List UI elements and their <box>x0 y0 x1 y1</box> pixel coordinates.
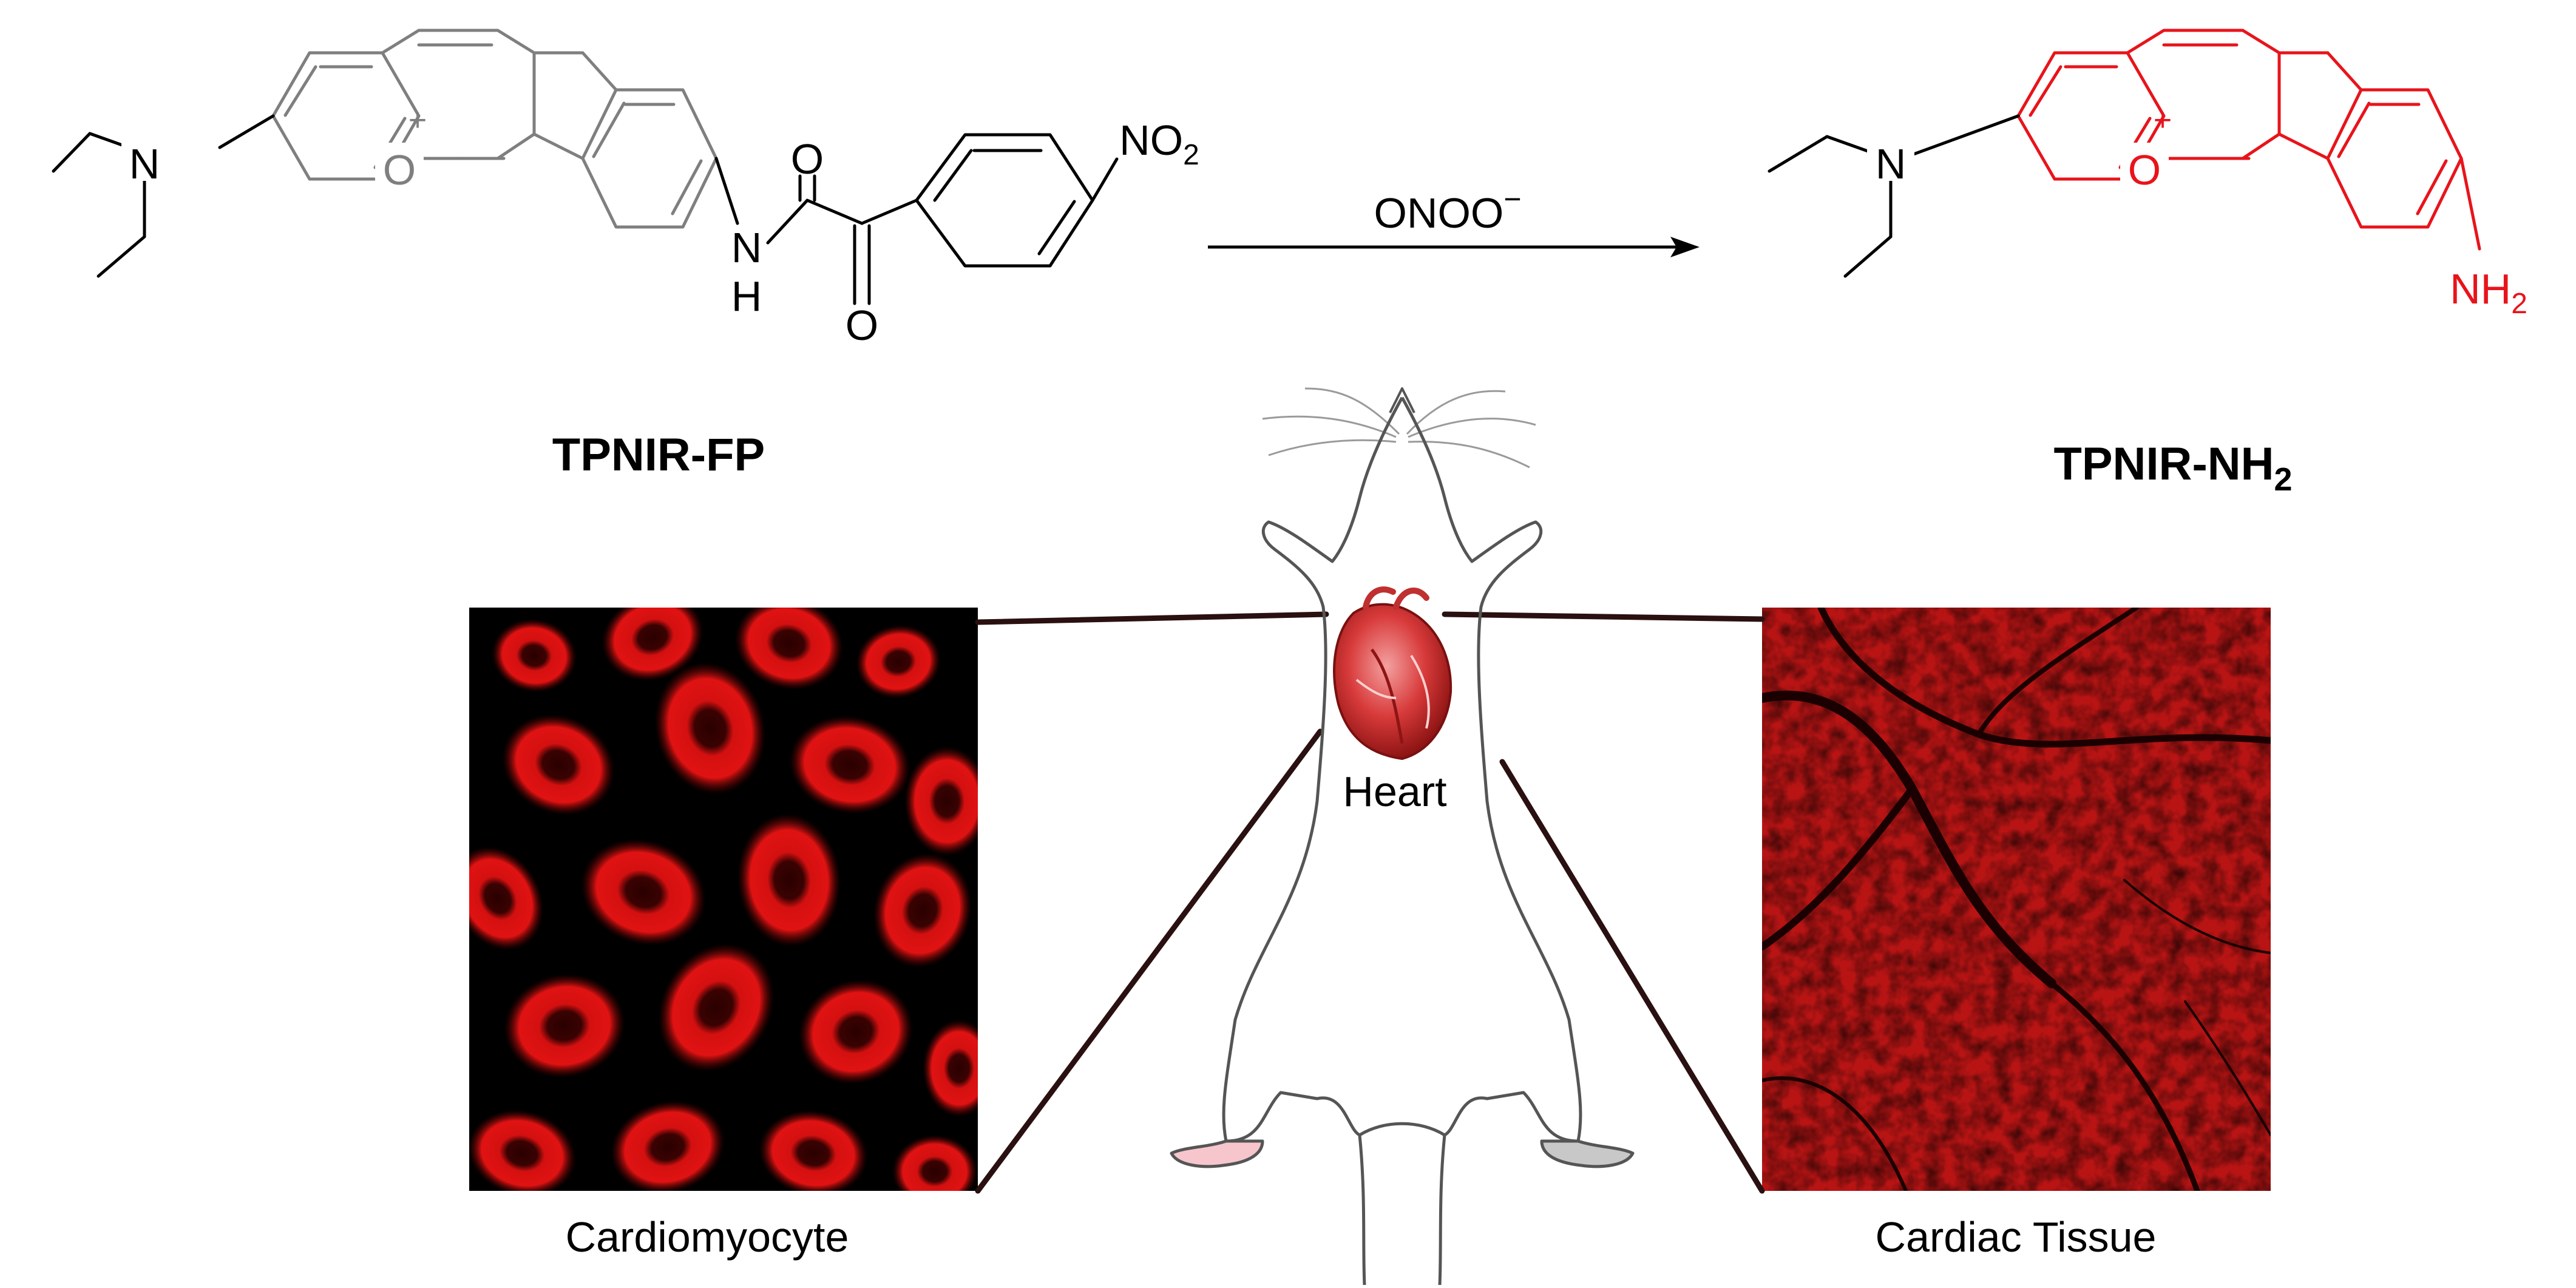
reactant-positive-charge: + <box>408 103 427 138</box>
reactant-structure: N O + N H O O NO2 TPNIR-FP <box>52 29 1199 481</box>
reactant-carbonyl-o-1: O <box>791 135 824 183</box>
cardiomyocyte-micrograph: Cardiomyocyte <box>469 608 978 1261</box>
product-pyrylium-o: O <box>2128 146 2161 194</box>
cardiomyocyte-cell <box>658 943 774 1072</box>
reactant-core <box>271 29 718 229</box>
cardiomyocyte-cells <box>469 608 978 1191</box>
reaction-arrow: ONOO− <box>1208 182 1700 257</box>
product-name: TPNIR-NH2 <box>2053 438 2292 498</box>
product-positive-charge: + <box>2154 103 2172 138</box>
cardiomyocyte-cell <box>856 625 941 699</box>
cardiomyocyte-cell <box>654 662 766 795</box>
cardiomyocyte-cell <box>734 608 844 690</box>
cardiomyocyte-cell <box>469 846 544 951</box>
cardiomyocyte-cell <box>873 853 972 968</box>
mouse-right-hind-paw <box>1540 1139 1635 1168</box>
connector-left-top <box>975 611 1329 625</box>
cardiomyocyte-label: Cardiomyocyte <box>566 1213 849 1261</box>
product-atom-labels: N O + NH2 <box>1867 103 2527 320</box>
heart-label: Heart <box>1343 768 1446 815</box>
cardiomyocyte-cell <box>923 1020 978 1117</box>
cardiomyocyte-cell <box>602 608 703 681</box>
reactant-nitro-group: NO2 <box>1119 117 1199 171</box>
reactant-name: TPNIR-FP <box>552 429 765 481</box>
cardiomyocyte-cell <box>581 839 706 946</box>
cardiomyocyte-cell <box>502 714 615 815</box>
tissue-texture <box>1762 608 2271 1191</box>
mouse-body-left-outline <box>1222 396 1404 1286</box>
cardiomyocyte-cell <box>611 1100 725 1191</box>
mouse-left-hind-paw <box>1170 1139 1264 1168</box>
connector-left-bottom <box>975 728 1323 1194</box>
connector-right-top <box>1442 611 1765 622</box>
product-diethylamino <box>1768 114 2020 278</box>
reactant-amine-n: N <box>129 140 160 188</box>
cardiac-tissue-micrograph: Cardiac Tissue <box>1762 608 2271 1261</box>
cardiomyocyte-cell <box>737 813 841 947</box>
reactant-pyrylium-o: O <box>383 146 416 194</box>
reactant-atom-labels: N O + N H O O NO2 <box>121 103 1199 349</box>
reactant-amide-n: N <box>731 224 762 271</box>
product-structure: N O + NH2 TPNIR-NH2 <box>1768 29 2527 498</box>
cardiac-tissue-label: Cardiac Tissue <box>1876 1213 2157 1261</box>
product-core <box>2016 29 2481 251</box>
product-amine-n: N <box>1876 140 1907 188</box>
mouse-body-right-outline <box>1400 396 1582 1286</box>
reagent-label: ONOO− <box>1374 182 1521 237</box>
reactant-amide-h: H <box>731 273 762 320</box>
cardiomyocyte-cell <box>892 1135 977 1191</box>
cardiomyocyte-cell <box>759 1110 868 1191</box>
reactant-carbonyl-o-2: O <box>846 302 878 349</box>
cardiomyocyte-cell <box>789 716 910 814</box>
cardiomyocyte-cell <box>799 979 913 1085</box>
cardiomyocyte-cell <box>492 619 577 693</box>
mouse-illustration <box>1170 387 1635 1286</box>
reactant-substituents <box>52 114 1119 305</box>
mouse-snout <box>1389 387 1415 413</box>
heart-icon <box>1333 586 1452 761</box>
connector-right-bottom <box>1499 759 1765 1194</box>
tissue-fibre-gaps <box>1762 608 2271 1191</box>
product-amino-group: NH2 <box>2450 265 2527 320</box>
zoom-connector-lines <box>975 611 1765 1194</box>
cardiomyocyte-cell <box>504 974 625 1078</box>
arrow-head <box>1670 237 1700 257</box>
cardiomyocyte-cell <box>904 747 978 856</box>
cardiomyocyte-cell <box>469 1110 576 1191</box>
mouse-hip-line <box>1358 1122 1446 1137</box>
